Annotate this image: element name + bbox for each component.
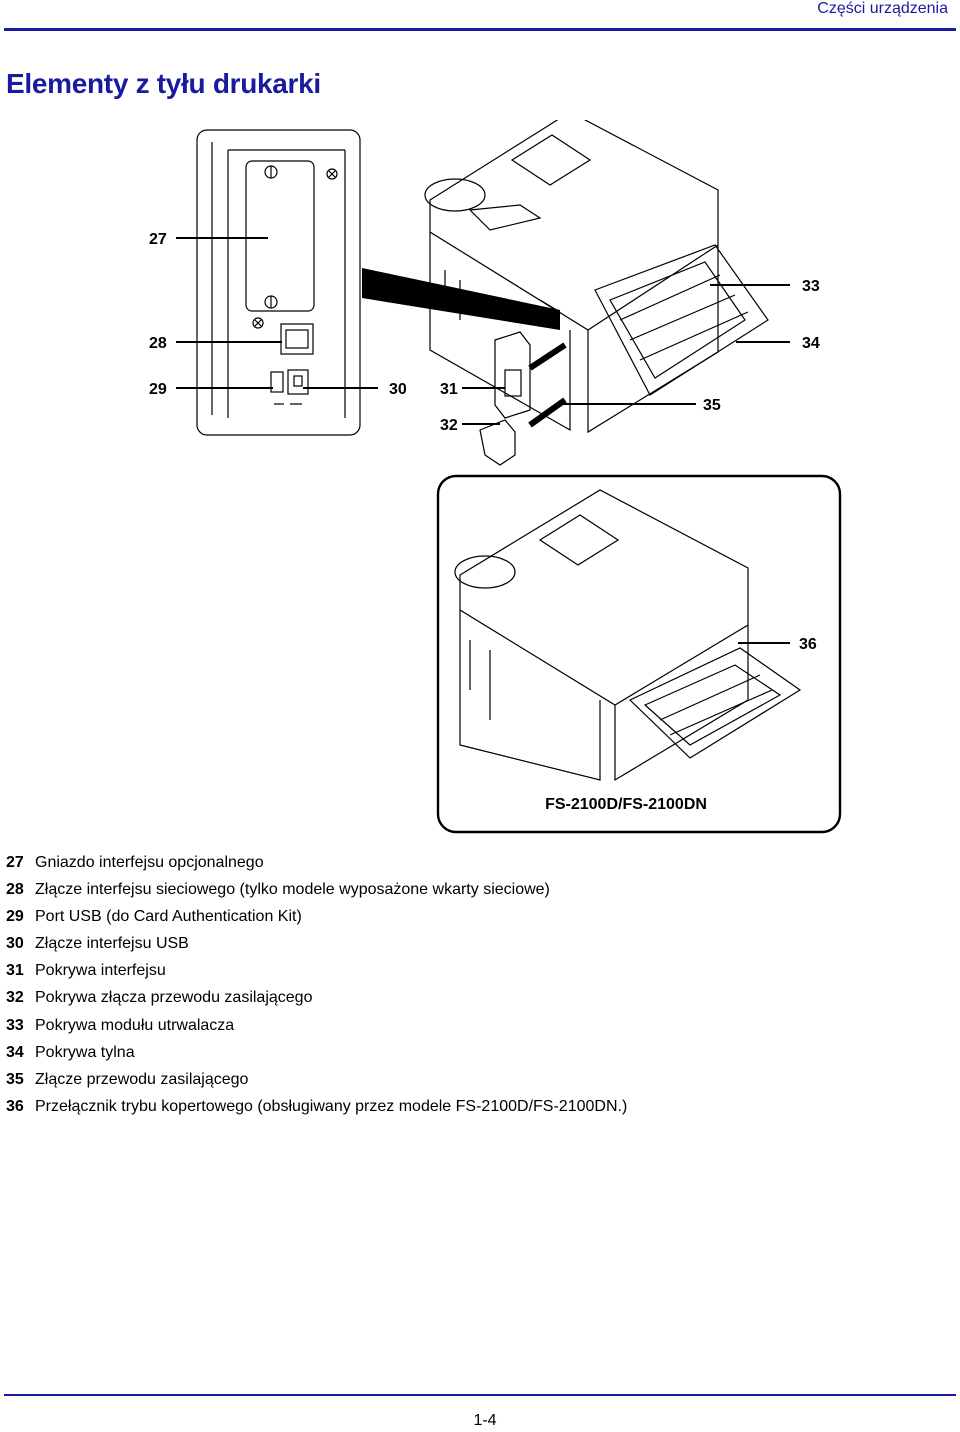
callout-30: 30	[389, 381, 407, 398]
callout-32: 32	[440, 417, 458, 434]
callout-35: 35	[703, 397, 721, 414]
legend-text: Złącze interfejsu USB	[35, 935, 189, 953]
legend-item: 34 Pokrywa tylna	[6, 1042, 946, 1069]
callout-28: 28	[149, 335, 167, 352]
callout-36: 36	[799, 636, 817, 653]
page-number: 1-4	[473, 1412, 497, 1429]
legend-number: 30	[6, 935, 24, 953]
legend-number: 31	[6, 962, 24, 980]
legend-text: Pokrywa złącza przewodu zasilającego	[35, 989, 313, 1007]
legend-item: 33 Pokrywa modułu utrwalacza	[6, 1015, 946, 1042]
legend-text: Gniazdo interfejsu opcjonalnego	[35, 854, 264, 871]
legend-number: 27	[6, 854, 24, 871]
legend-number: 28	[6, 881, 24, 899]
legend-item: 27 Gniazdo interfejsu opcjonalnego	[6, 852, 946, 879]
callout-leaders	[176, 237, 790, 644]
callout-31: 31	[440, 381, 458, 398]
legend-number: 35	[6, 1070, 24, 1088]
callout-29: 29	[149, 381, 167, 398]
legend-text: Przełącznik trybu kopertowego (obsługiwa…	[35, 1097, 628, 1115]
legend-item: 30 Złącze interfejsu USB	[6, 933, 946, 960]
callout-34: 34	[802, 335, 820, 352]
legend-item: 31 Pokrywa interfejsu	[6, 960, 946, 987]
printer-bottom-drawing	[454, 489, 802, 782]
printer-rear-figure: 27 28 29 30 31 32 33 34 35 36 FS-2100D/F…	[0, 120, 960, 840]
legend-number: 33	[6, 1016, 24, 1034]
header-section-title: Części urządzenia	[817, 0, 948, 17]
model-label: FS-2100D/FS-2100DN	[545, 796, 707, 813]
legend-item: 36 Przełącznik trybu kopertowego (obsługi…	[6, 1096, 946, 1123]
legend-number: 32	[6, 989, 24, 1007]
legend-item: 32 Pokrywa złącza przewodu zasilającego	[6, 987, 946, 1014]
printer-illustration: 27 28 29 30 31 32 33 34 35 36 FS-2100D/F…	[149, 120, 842, 834]
legend-text: Pokrywa tylna	[35, 1043, 135, 1061]
legend-text: Złącze interfejsu sieciowego (tylko mode…	[35, 881, 550, 899]
callout-27: 27	[149, 231, 167, 248]
legend-number: 34	[6, 1043, 24, 1061]
footer-divider	[4, 1394, 956, 1396]
legend-item: 28 Złącze interfejsu sieciowego (tylko mo…	[6, 879, 946, 906]
printer-top-drawing	[424, 120, 769, 466]
legend-text: Pokrywa modułu utrwalacza	[35, 1016, 235, 1034]
legend-number: 36	[6, 1097, 24, 1115]
header-divider	[4, 28, 956, 31]
legend-item: 35 Złącze przewodu zasilającego	[6, 1069, 946, 1096]
page-title: Elementy z tyłu drukarki	[6, 68, 321, 99]
callout-33: 33	[802, 278, 820, 295]
legend-text: Pokrywa interfejsu	[35, 962, 166, 980]
legend-text: Port USB (do Card Authentication Kit)	[35, 908, 302, 926]
legend-number: 29	[6, 908, 24, 926]
legend-item: 29 Port USB (do Card Authentication Kit)	[6, 906, 946, 933]
interface-panel-detail	[196, 129, 361, 436]
legend-text: Złącze przewodu zasilającego	[35, 1070, 249, 1088]
